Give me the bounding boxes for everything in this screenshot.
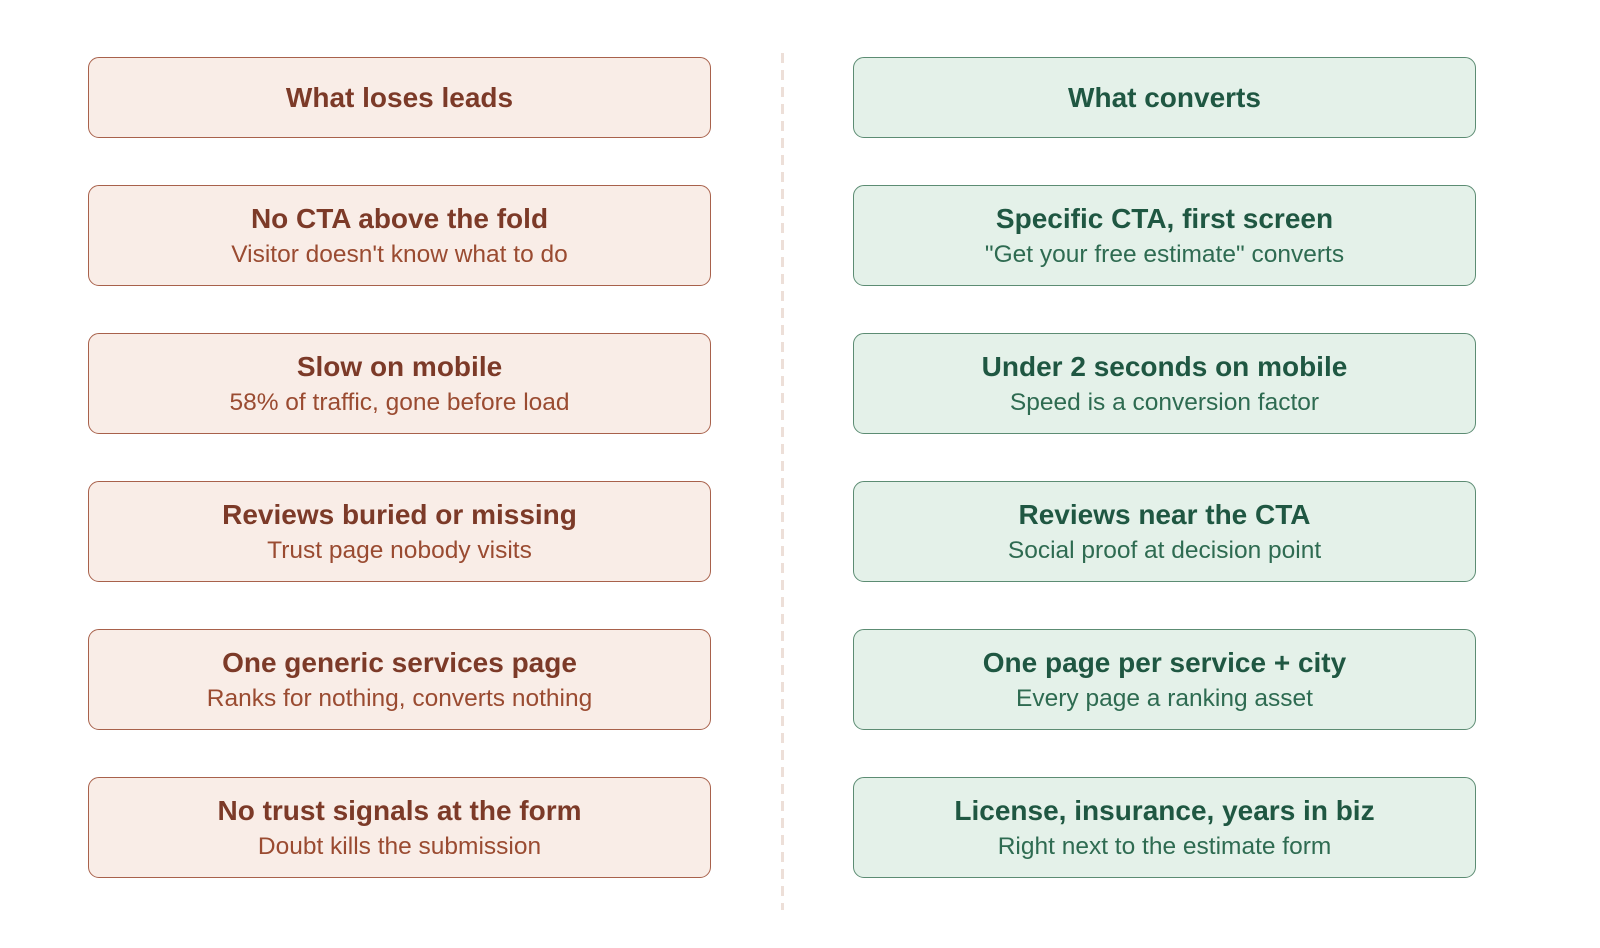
card-subtitle: Visitor doesn't know what to do <box>231 240 568 268</box>
card-reviews-near-cta: Reviews near the CTA Social proof at dec… <box>853 481 1476 582</box>
card-no-trust-signals: No trust signals at the form Doubt kills… <box>88 777 711 878</box>
card-no-cta-above-fold: No CTA above the fold Visitor doesn't kn… <box>88 185 711 286</box>
card-title: Reviews buried or missing <box>222 498 577 530</box>
card-subtitle: Trust page nobody visits <box>267 536 532 564</box>
converts-column: What converts Specific CTA, first screen… <box>853 57 1476 878</box>
card-title: No trust signals at the form <box>217 794 582 826</box>
card-reviews-buried: Reviews buried or missing Trust page nob… <box>88 481 711 582</box>
card-title: One page per service + city <box>982 646 1347 678</box>
card-subtitle: Ranks for nothing, converts nothing <box>206 684 593 712</box>
converts-header-title: What converts <box>1068 81 1261 113</box>
loses-leads-column: What loses leads No CTA above the fold V… <box>88 57 711 878</box>
card-title: One generic services page <box>222 646 577 678</box>
card-title: Reviews near the CTA <box>1018 498 1311 530</box>
card-subtitle: "Get your free estimate" converts <box>984 240 1345 268</box>
card-page-per-service-city: One page per service + city Every page a… <box>853 629 1476 730</box>
card-under-2-seconds: Under 2 seconds on mobile Speed is a con… <box>853 333 1476 434</box>
card-slow-on-mobile: Slow on mobile 58% of traffic, gone befo… <box>88 333 711 434</box>
card-subtitle: Every page a ranking asset <box>1016 684 1313 712</box>
card-subtitle: Doubt kills the submission <box>257 832 542 860</box>
card-specific-cta: Specific CTA, first screen "Get your fre… <box>853 185 1476 286</box>
card-title: Specific CTA, first screen <box>995 202 1334 234</box>
converts-header-card: What converts <box>853 57 1476 138</box>
card-title: Under 2 seconds on mobile <box>981 350 1348 382</box>
card-title: No CTA above the fold <box>250 202 549 234</box>
card-generic-services-page: One generic services page Ranks for noth… <box>88 629 711 730</box>
card-title: License, insurance, years in biz <box>954 794 1375 826</box>
column-divider <box>781 53 784 910</box>
card-title: Slow on mobile <box>296 350 503 382</box>
loses-leads-header-card: What loses leads <box>88 57 711 138</box>
card-subtitle: Speed is a conversion factor <box>1009 388 1320 416</box>
card-subtitle: 58% of traffic, gone before load <box>229 388 570 416</box>
card-subtitle: Social proof at decision point <box>1007 536 1322 564</box>
card-license-insurance: License, insurance, years in biz Right n… <box>853 777 1476 878</box>
card-subtitle: Right next to the estimate form <box>997 832 1332 860</box>
loses-leads-header-title: What loses leads <box>285 81 514 113</box>
